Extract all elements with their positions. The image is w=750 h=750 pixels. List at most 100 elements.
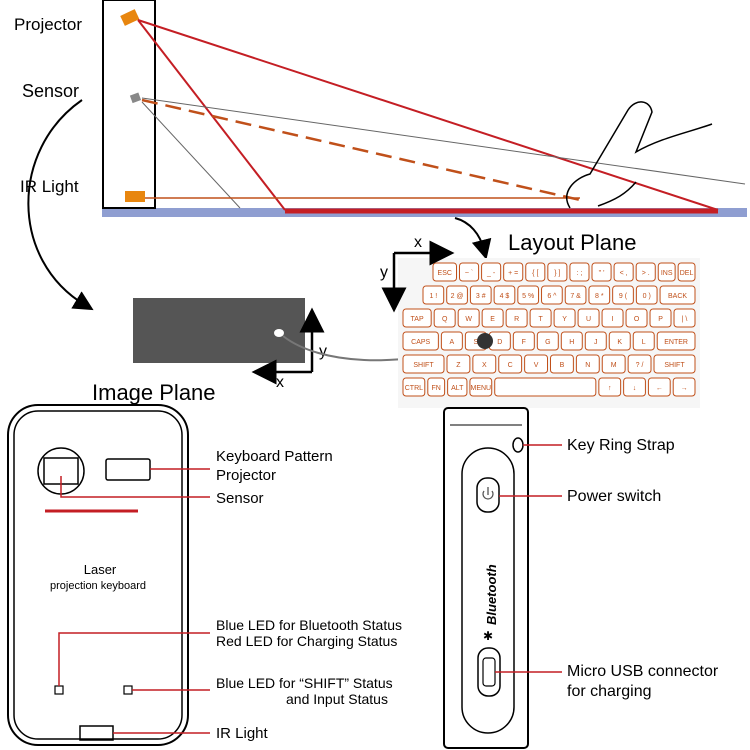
keyboard-key: [402, 354, 445, 374]
keyboard-key-label: ALT: [451, 385, 464, 392]
keyboard-key-label: CAPS: [411, 339, 430, 346]
keyboard-key-label: } ]: [554, 270, 560, 277]
keyboard-key-label: D: [497, 339, 502, 346]
keyboard-key: [427, 377, 446, 397]
label-keyboard-pattern-1: Keyboard Pattern: [216, 448, 333, 465]
keyboard-key: [525, 262, 546, 282]
keyboard-key: [612, 285, 634, 305]
keyboard-key-label: Q: [442, 316, 448, 323]
keyboard-key: [672, 377, 696, 397]
keyboard-key-label: ENTER: [664, 339, 688, 346]
label-keyboard-pattern-2: Projector: [216, 467, 276, 484]
keyboard-key: [447, 377, 468, 397]
keyboard-key: [547, 262, 568, 282]
keyboard-key: [481, 262, 502, 282]
keyboard-key-label: CTRL: [405, 385, 423, 392]
keyboard-key-label: ~ `: [465, 270, 473, 277]
keyboard-key-label: 4 $: [500, 293, 510, 300]
label-sensor-top: Sensor: [22, 81, 79, 101]
callout-led-status: [58, 632, 210, 686]
keyboard-key-label: M: [611, 362, 617, 369]
front-device-inner: [13, 410, 183, 740]
keyboard-key: [635, 262, 656, 282]
sensor-view-line-top: [141, 97, 746, 185]
keyboard-key-label: P: [658, 316, 663, 323]
image-plane-touch-point: [274, 329, 284, 337]
keyboard-key-label: O: [634, 316, 640, 323]
keyboard-key: [657, 262, 676, 282]
finger-icon: [566, 101, 713, 209]
keyboard-key-label: A: [450, 339, 455, 346]
callout-sensor: [60, 476, 210, 498]
keyboard-key: [440, 331, 463, 351]
side-device-inner: [461, 447, 515, 734]
key-ring-hole-icon: [512, 437, 524, 453]
keyboard-key: [512, 331, 535, 351]
keyboard-key: [402, 308, 432, 328]
keyboard-key-label: ↑: [608, 385, 612, 392]
keyboard-key-label: N: [585, 362, 590, 369]
label-ir-light-top: IR Light: [20, 177, 79, 196]
keyboard-key-label: DEL: [680, 270, 694, 277]
keyboard-key-label: F: [522, 339, 526, 346]
keyboard-key: [584, 331, 607, 351]
label-usb-2: for charging: [567, 683, 652, 700]
keyboard-key: [422, 285, 445, 305]
label-layout-plane: Layout Plane: [508, 230, 636, 255]
keyboard-key-label: ? /: [636, 362, 644, 369]
image-y-label: y: [319, 343, 327, 360]
keyboard-key-label: E: [490, 316, 495, 323]
power-switch-button: [476, 477, 500, 513]
keyboard-key: [635, 285, 658, 305]
keyboard-key: [446, 354, 471, 374]
front-projector-window: [105, 458, 151, 481]
front-led-left: [54, 685, 64, 695]
keyboard-key: [524, 354, 548, 374]
keyboard-key-label: > .: [642, 270, 650, 277]
layout-y-label: y: [380, 264, 388, 281]
label-led-bluetooth: Blue LED for Bluetooth Status: [216, 617, 402, 633]
keyboard-key-label: _ -: [486, 270, 496, 277]
keyboard-key-label: L: [642, 339, 646, 346]
keyboard-key: [656, 331, 696, 351]
keyboard-key-label: C: [508, 362, 513, 369]
keyboard-key-label: 1 !: [429, 293, 437, 300]
keyboard-key: [469, 285, 492, 305]
keyboard-key-label: + =: [508, 270, 518, 277]
keyboard-key-label: 8 *: [595, 293, 604, 300]
keyboard-key: [564, 285, 587, 305]
keyboard-key: [623, 377, 646, 397]
sensor-to-image-arrow: [27, 99, 94, 311]
bluetooth-icon: ✱: [483, 629, 493, 643]
keyboard-key: [446, 285, 468, 305]
front-product-name: Laser: [84, 562, 117, 577]
keyboard-key: [560, 331, 583, 351]
keyboard-key: [541, 285, 563, 305]
keyboard-key-label: ESC: [438, 270, 452, 277]
keyboard-key-label: W: [465, 316, 472, 323]
keyboard-key-label: SHIFT: [664, 362, 685, 369]
label-usb-1: Micro USB connector: [567, 663, 719, 680]
keyboard-key-label: →: [681, 385, 688, 392]
keyboard-key-label: 7 &: [570, 293, 581, 300]
keyboard-key-label: 2 @: [451, 293, 464, 300]
sensor-dashed-line: [141, 98, 581, 202]
layout-plane-arrow: [454, 217, 492, 260]
keyboard-key: [647, 377, 671, 397]
keyboard-key: [575, 354, 600, 374]
keyboard-key-label: T: [538, 316, 543, 323]
keyboard-key-label: INS: [661, 270, 673, 277]
keyboard-key-label: < ,: [620, 270, 628, 277]
keyboard-key: [677, 262, 696, 282]
keyboard-key: [402, 377, 426, 397]
keyboard-key: [402, 331, 439, 351]
keyboard-key: [433, 308, 456, 328]
keyboard-key: [591, 262, 612, 282]
keyboard-key: [503, 262, 524, 282]
keyboard-key: [498, 354, 523, 374]
label-input-status: and Input Status: [286, 691, 388, 707]
keyboard-key-label: 0 ): [643, 293, 651, 300]
